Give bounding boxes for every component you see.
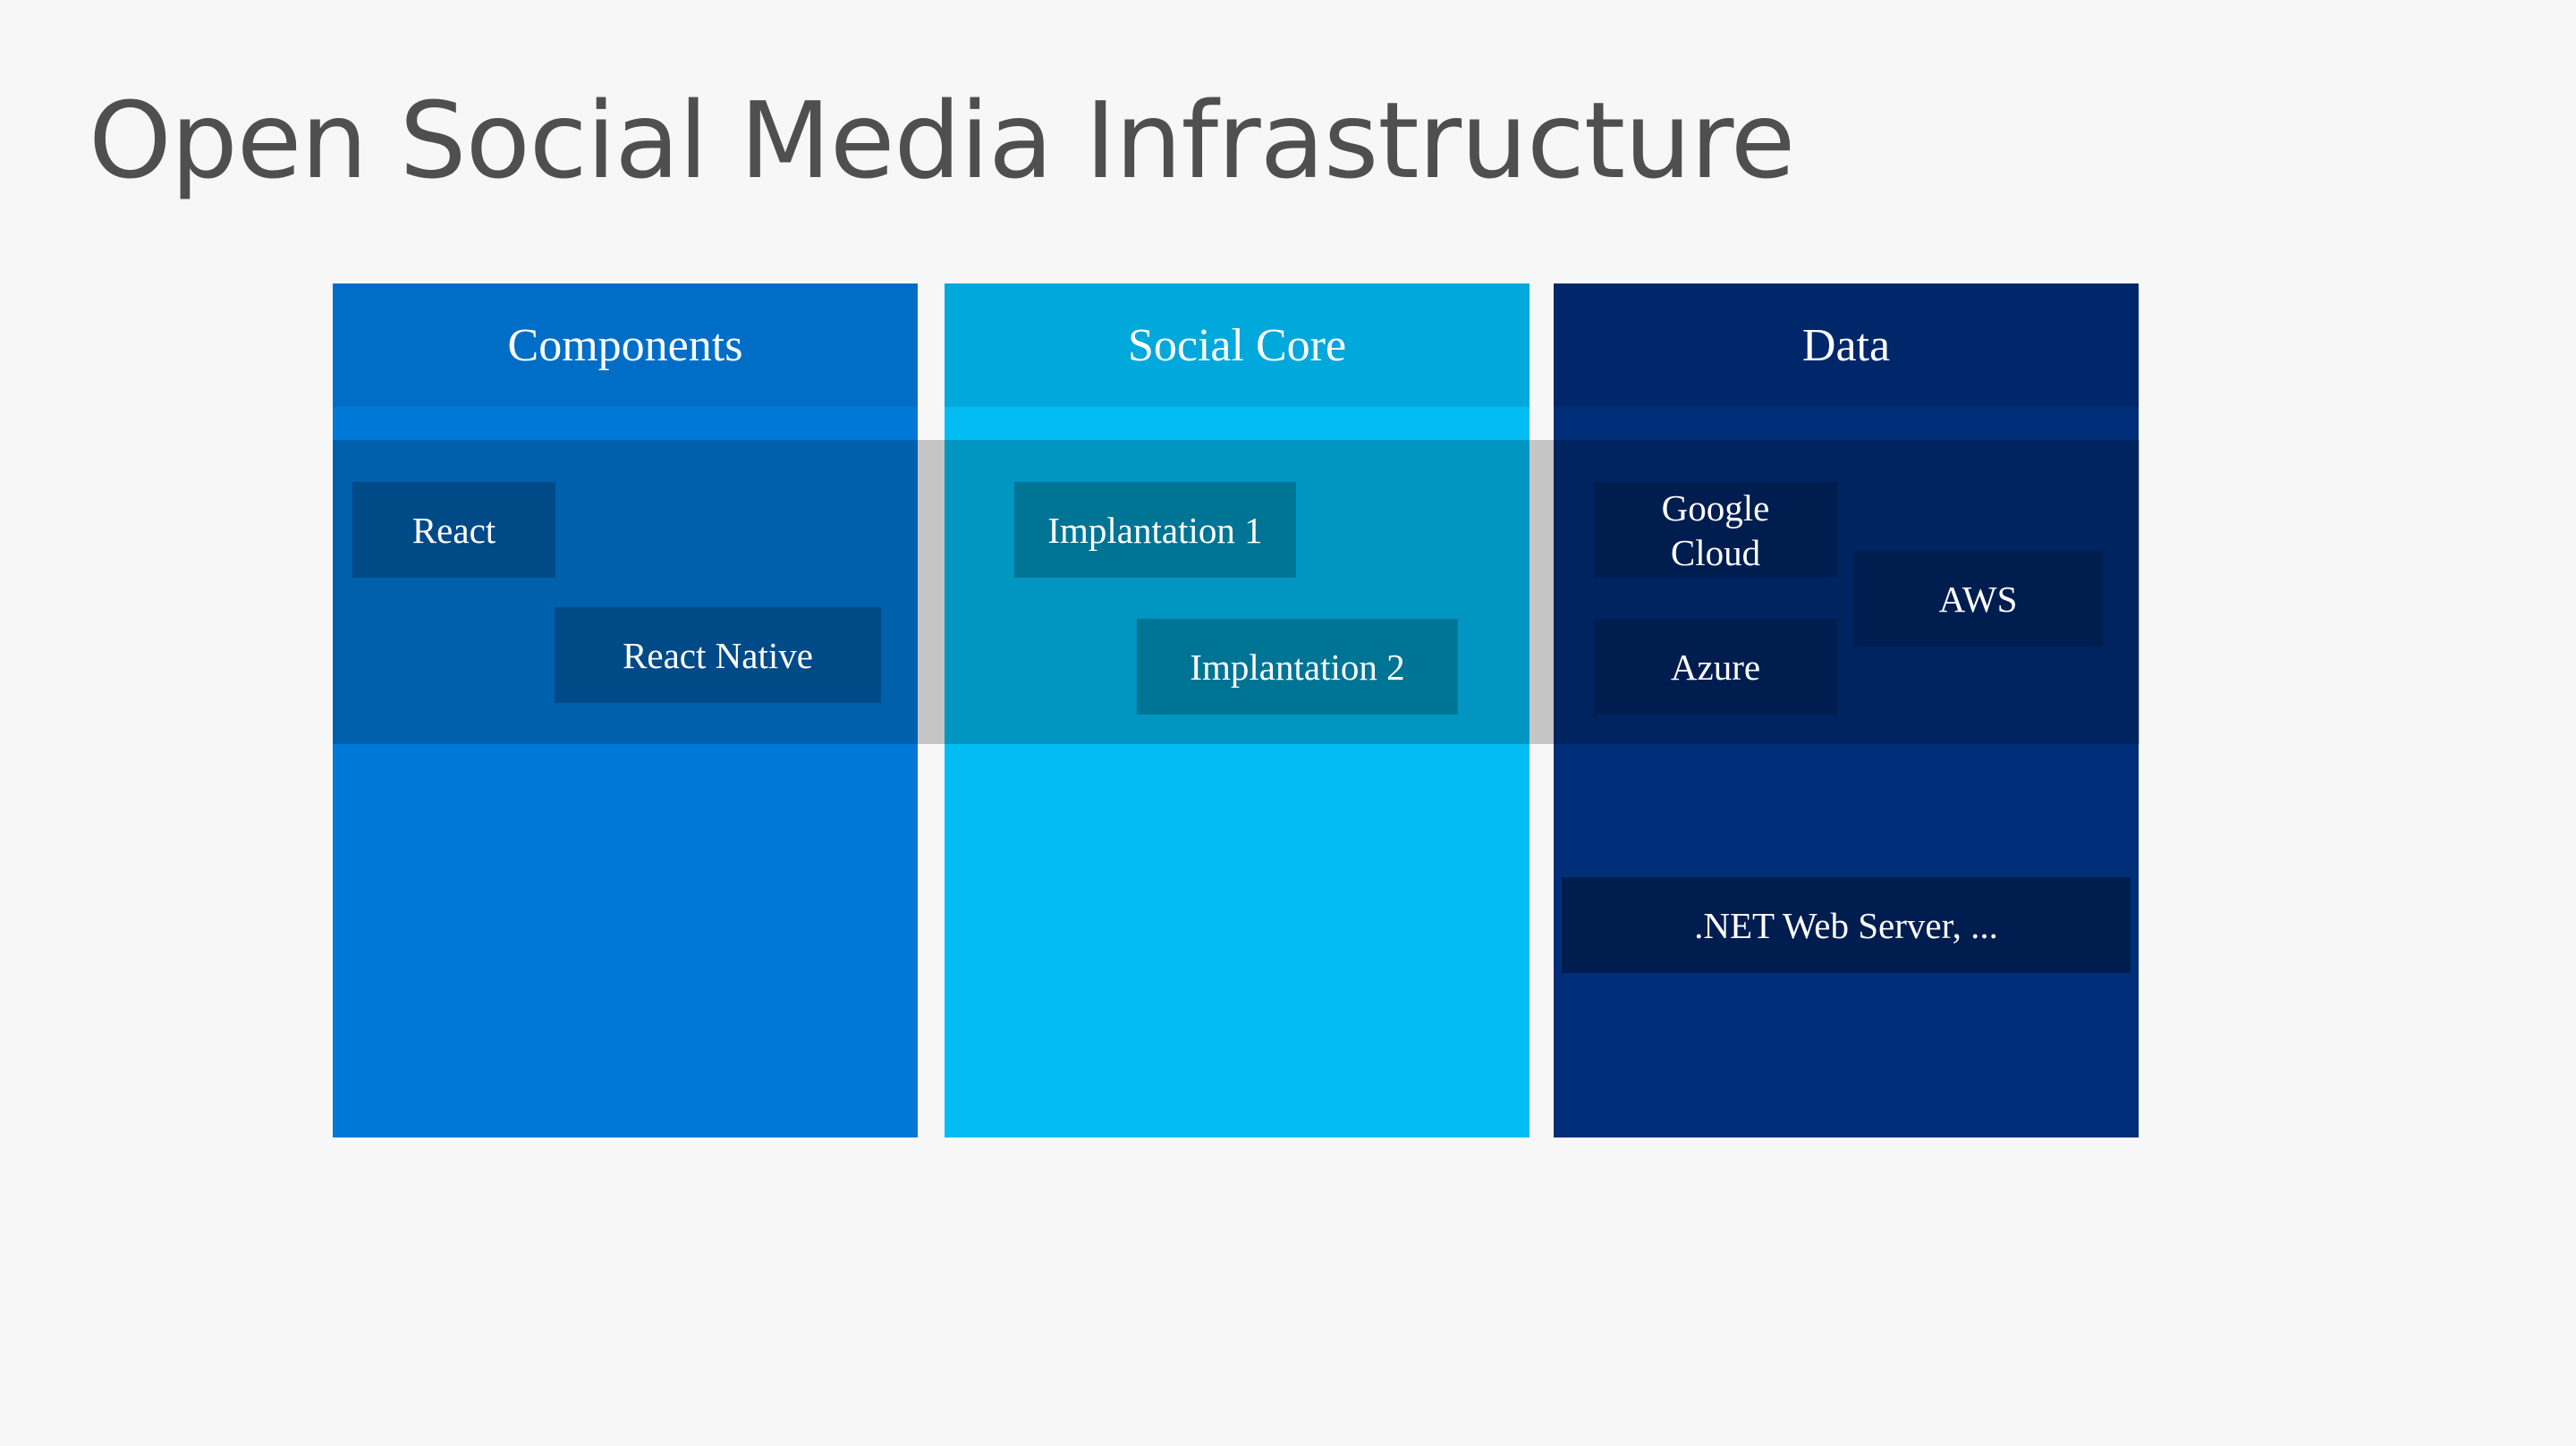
page-title: Open Social Media Infrastructure: [89, 79, 1795, 202]
data-column: Data: [1554, 283, 2139, 1137]
data-header: Data: [1554, 283, 2139, 407]
social-core-header: Social Core: [945, 283, 1530, 407]
aws-box: AWS: [1853, 551, 2103, 647]
react-box: React: [352, 482, 555, 578]
react-native-box: React Native: [555, 607, 881, 703]
components-column: Components: [333, 283, 918, 1137]
components-header: Components: [333, 283, 918, 407]
implantation-2-box: Implantation 2: [1137, 619, 1458, 715]
azure-box: Azure: [1594, 619, 1837, 715]
web-server-box: .NET Web Server, ...: [1562, 877, 2131, 973]
implantation-1-box: Implantation 1: [1014, 482, 1296, 578]
google-cloud-box: Google Cloud: [1594, 482, 1837, 578]
